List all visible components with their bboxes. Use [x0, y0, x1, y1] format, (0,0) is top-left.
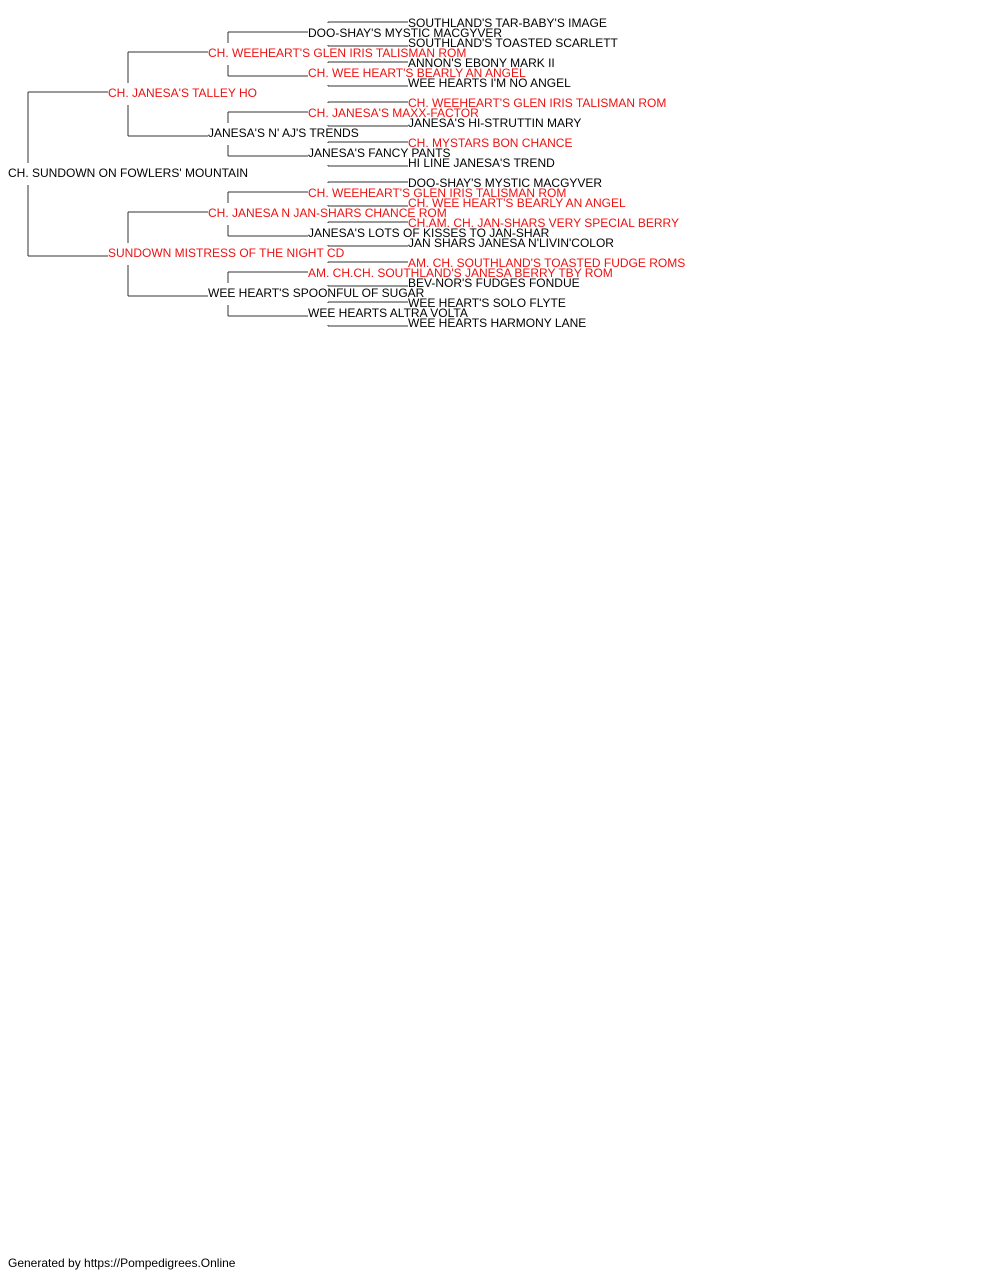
pedigree-entry: DOO-SHAY'S MYSTIC MACGYVER	[308, 26, 502, 40]
pedigree-entry: JANESA'S HI-STRUTTIN MARY	[408, 116, 581, 130]
pedigree-entry: CH. JANESA N JAN-SHARS CHANCE ROM	[208, 206, 447, 220]
pedigree-entry: HI LINE JANESA'S TREND	[408, 156, 555, 170]
pedigree-entry: JAN SHARS JANESA N'LIVIN'COLOR	[408, 236, 614, 250]
pedigree-entry: CH. WEEHEART'S GLEN IRIS TALISMAN ROM	[408, 96, 666, 110]
pedigree-entry: AM. CH. SOUTHLAND'S TOASTED FUDGE ROMS	[408, 256, 685, 270]
pedigree-entry: DOO-SHAY'S MYSTIC MACGYVER	[408, 176, 602, 190]
pedigree-entry: WEE HEARTS HARMONY LANE	[408, 316, 586, 330]
pedigree-entry: CH. JANESA'S MAXX-FACTOR	[308, 106, 479, 120]
pedigree-entry: JANESA'S LOTS OF KISSES TO JAN-SHAR	[308, 226, 550, 240]
pedigree-entry: SOUTHLAND'S TAR-BABY'S IMAGE	[408, 16, 607, 30]
pedigree-entry: JANESA'S N' AJ'S TRENDS	[208, 126, 359, 140]
pedigree-entry: JANESA'S FANCY PANTS	[308, 146, 451, 160]
pedigree-entry: BEV-NOR'S FUDGES FONDUE	[408, 276, 580, 290]
pedigree-entry: CH. MYSTARS BON CHANCE	[408, 136, 572, 150]
footer-credit: Generated by https://Pompedigrees.Online	[8, 1256, 236, 1270]
pedigree-entry: CH. WEE HEART'S BEARLY AN ANGEL	[308, 66, 526, 80]
pedigree-entry: WEE HEARTS I'M NO ANGEL	[408, 76, 571, 90]
pedigree-entry: CH. SUNDOWN ON FOWLERS' MOUNTAIN	[8, 166, 248, 180]
pedigree-entry: SUNDOWN MISTRESS OF THE NIGHT CD	[108, 246, 345, 260]
pedigree-entry: WEE HEART'S SPOONFUL OF SUGAR	[208, 286, 425, 300]
pedigree-entry: WEE HEART'S SOLO FLYTE	[408, 296, 566, 310]
pedigree-entry: ANNON'S EBONY MARK II	[408, 56, 555, 70]
pedigree-entry: CH. WEEHEART'S GLEN IRIS TALISMAN ROM	[208, 46, 466, 60]
pedigree-entry: CH.AM. CH. JAN-SHARS VERY SPECIAL BERRY	[408, 216, 679, 230]
pedigree-entry: SOUTHLAND'S TOASTED SCARLETT	[408, 36, 619, 50]
pedigree-entry: CH. WEEHEART'S GLEN IRIS TALISMAN ROM	[308, 186, 566, 200]
pedigree-entry: AM. CH.CH. SOUTHLAND'S JANESA BERRY TBY …	[308, 266, 613, 280]
pedigree-entry: WEE HEARTS ALTRA VOLTA	[308, 306, 468, 320]
pedigree-entry: CH. JANESA'S TALLEY HO	[108, 86, 257, 100]
pedigree-entry: CH. WEE HEART'S BEARLY AN ANGEL	[408, 196, 626, 210]
